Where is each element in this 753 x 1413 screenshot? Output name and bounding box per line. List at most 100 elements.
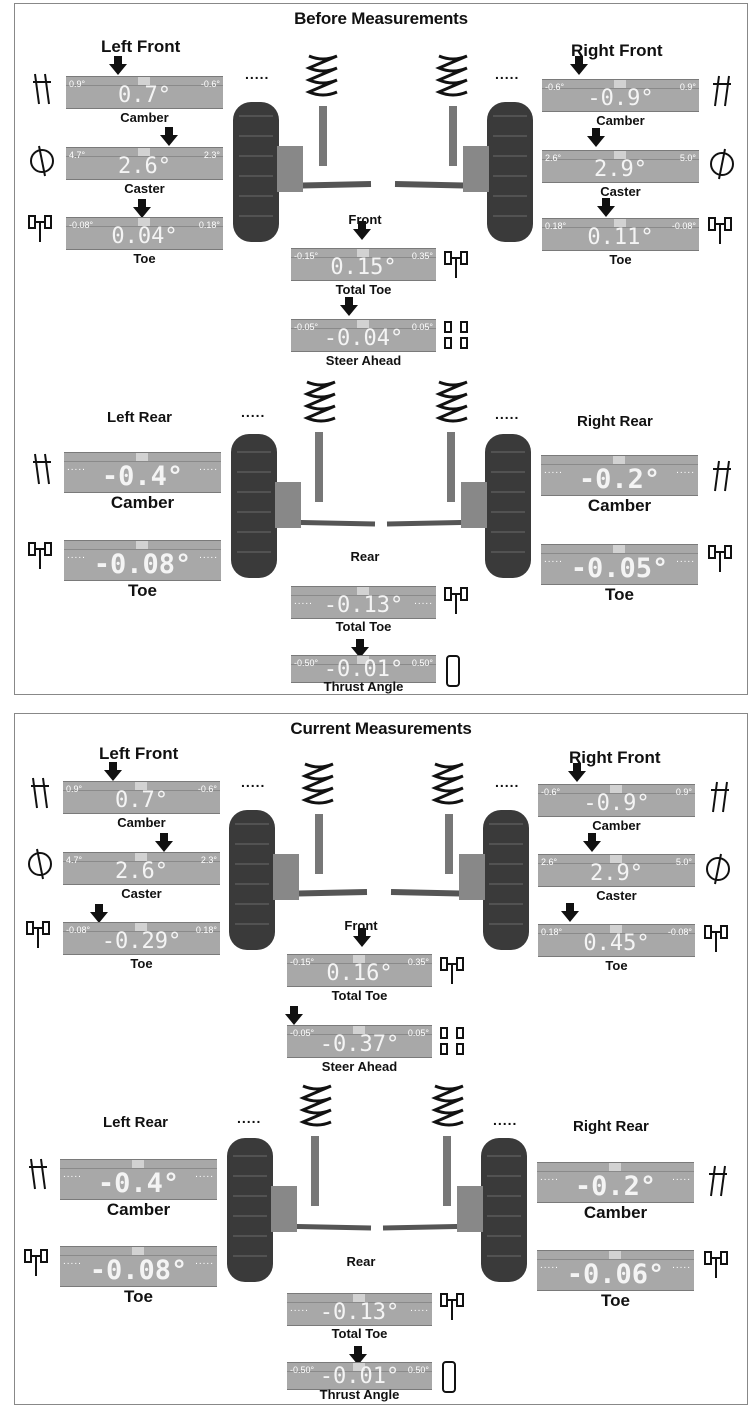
thrust-angle-icon — [441, 1360, 457, 1394]
lf-toe-label: Toe — [133, 251, 156, 266]
right-front-heading: Right Front — [569, 748, 661, 767]
indicator-arrow — [133, 199, 151, 218]
total-toe-icon — [443, 584, 469, 618]
thrust-angle-value: -0.01° — [323, 657, 404, 682]
steer-ahead-icon — [439, 1024, 465, 1058]
rr-toe-value: -0.06° — [566, 1259, 665, 1290]
rf-caster-label: Caster — [596, 888, 637, 903]
indicator-arrow — [104, 762, 122, 781]
rf-toe-gauge: 0.18°-0.08° 0.45° — [538, 924, 695, 957]
lr-camber-gauge: .......... -0.4° — [60, 1159, 217, 1200]
camber-icon — [25, 1157, 51, 1191]
lf-caster-value: 2.6° — [118, 154, 171, 179]
panel-title: Current Measurements — [290, 719, 472, 738]
dots: ..... — [493, 1112, 518, 1128]
indicator-arrow — [597, 198, 615, 217]
rr-camber-gauge: .......... -0.2° — [537, 1162, 694, 1203]
total-toe-rear-label: Total Toe — [335, 619, 392, 634]
indicator-arrow — [349, 1346, 367, 1365]
total-toe-rear-value: -0.13° — [319, 1300, 400, 1325]
dots: ..... — [237, 1110, 262, 1126]
total-toe-front-label: Total Toe — [331, 988, 388, 1003]
indicator-arrow — [109, 56, 127, 75]
lr-toe-gauge: .......... -0.08° — [64, 540, 221, 581]
rr-toe-gauge: .......... -0.05° — [541, 544, 698, 585]
front-caption: Front — [344, 918, 378, 933]
right-rear-heading: Right Rear — [577, 413, 653, 430]
rear-suspension-illustration — [229, 372, 533, 584]
total-toe-icon — [439, 954, 465, 988]
indicator-arrow — [160, 127, 178, 146]
dots: ..... — [495, 66, 520, 82]
lr-toe-gauge: .......... -0.08° — [60, 1246, 217, 1287]
front-suspension-illustration — [231, 46, 535, 246]
lf-caster-label: Caster — [121, 886, 162, 901]
left-front-heading: Left Front — [99, 744, 179, 763]
total-toe-rear-value: -0.13° — [323, 593, 404, 618]
indicator-arrow — [155, 833, 173, 852]
toe-icon — [703, 1248, 729, 1282]
total-toe-front-gauge: -0.15°0.35° 0.16° — [287, 954, 432, 987]
front-caption: Front — [348, 212, 382, 227]
thrust-angle-gauge: -0.50°0.50° -0.01° — [287, 1362, 432, 1390]
lr-camber-label: Camber — [110, 493, 175, 512]
total-toe-front-gauge: -0.15°0.35° 0.15° — [291, 248, 436, 281]
rr-toe-label: Toe — [605, 585, 634, 604]
rr-camber-value: -0.2° — [578, 464, 661, 495]
rf-camber-value: -0.9° — [583, 791, 650, 816]
caster-icon — [705, 852, 731, 886]
lr-toe-value: -0.08° — [93, 549, 192, 580]
total-toe-front-value: 0.15° — [330, 255, 397, 280]
rf-toe-label: Toe — [605, 958, 628, 973]
camber-icon — [29, 72, 55, 106]
lf-toe-value: 0.04° — [111, 224, 178, 249]
lr-camber-label: Camber — [106, 1200, 171, 1219]
rr-camber-label: Camber — [583, 1203, 648, 1222]
left-front-heading: Left Front — [101, 37, 181, 56]
lr-camber-value: -0.4° — [101, 461, 184, 492]
lf-caster-gauge: 4.7°2.3° 2.6° — [63, 852, 220, 885]
right-front-heading: Right Front — [571, 41, 663, 60]
dots: ..... — [241, 774, 266, 790]
thrust-angle-gauge: -0.50°0.50° -0.01° — [291, 655, 436, 683]
rf-caster-value: 2.9° — [594, 157, 647, 182]
lf-caster-label: Caster — [124, 181, 165, 196]
camber-icon — [705, 1164, 731, 1198]
lr-camber-gauge: .......... -0.4° — [64, 452, 221, 493]
rf-camber-label: Camber — [596, 113, 645, 128]
dots: ..... — [245, 66, 270, 82]
front-suspension-illustration — [227, 754, 531, 954]
rf-toe-gauge: 0.18°-0.08° 0.11° — [542, 218, 699, 251]
rf-caster-value: 2.9° — [590, 861, 643, 886]
toe-icon — [703, 922, 729, 956]
total-toe-icon — [439, 1290, 465, 1324]
right-rear-heading: Right Rear — [573, 1118, 649, 1135]
rf-camber-label: Camber — [592, 818, 641, 833]
rr-camber-label: Camber — [587, 496, 652, 515]
thrust-angle-icon — [445, 654, 461, 688]
rr-toe-label: Toe — [601, 1291, 630, 1310]
rf-camber-gauge: -0.6°0.9° -0.9° — [542, 79, 699, 112]
rf-toe-value: 0.11° — [587, 225, 654, 250]
indicator-arrow — [340, 297, 358, 316]
thrust-angle-value: -0.01° — [319, 1364, 400, 1389]
rear-suspension-illustration — [225, 1076, 529, 1288]
lf-caster-gauge: 4.7°2.3° 2.6° — [66, 147, 223, 180]
total-toe-rear-gauge: .......... -0.13° — [287, 1293, 432, 1326]
indicator-arrow — [353, 221, 371, 240]
steer-ahead-value: -0.37° — [319, 1032, 400, 1057]
rf-caster-gauge: 2.6°5.0° 2.9° — [542, 150, 699, 183]
before-measurements-panel: Before Measurements Left Front Right Fro… — [14, 3, 748, 695]
camber-icon — [707, 780, 733, 814]
camber-icon — [29, 452, 55, 486]
indicator-arrow — [570, 56, 588, 75]
lr-camber-value: -0.4° — [97, 1168, 180, 1199]
rf-camber-gauge: -0.6°0.9° -0.9° — [538, 784, 695, 817]
steer-ahead-gauge: -0.05°0.05° -0.04° — [291, 319, 436, 352]
indicator-arrow — [351, 639, 369, 658]
dots: ..... — [495, 406, 520, 422]
rr-toe-gauge: .......... -0.06° — [537, 1250, 694, 1291]
lr-toe-label: Toe — [128, 581, 157, 600]
lf-camber-value: 0.7° — [115, 788, 168, 813]
lf-toe-gauge: -0.08°0.18° -0.29° — [63, 922, 220, 955]
